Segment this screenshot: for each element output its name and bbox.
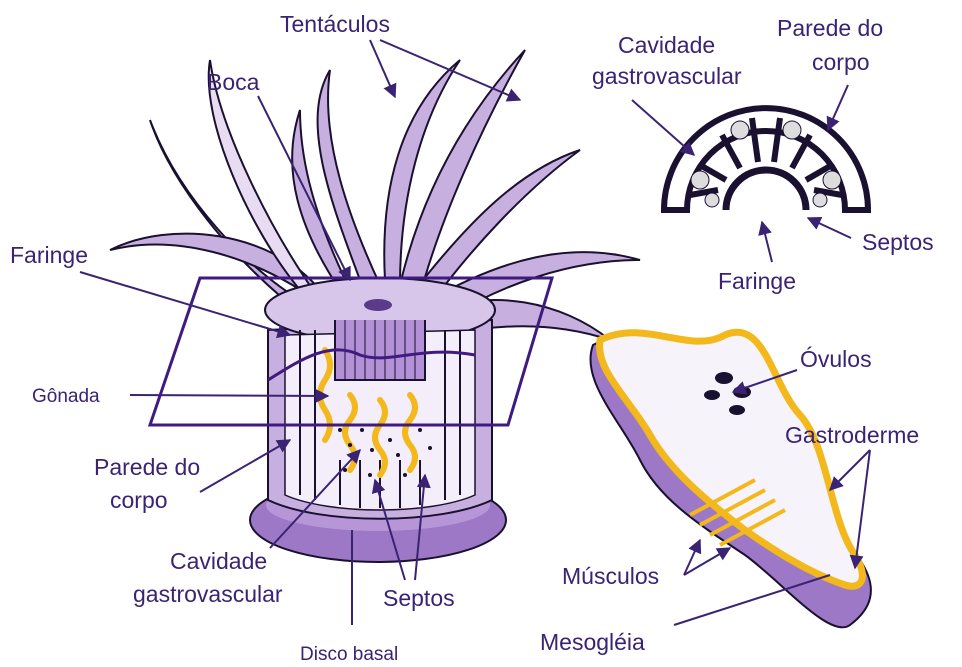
label-gastroderme: Gastroderme xyxy=(785,422,919,448)
label-parede-left-2: corpo xyxy=(110,487,168,513)
label-septos-left: Septos xyxy=(383,585,455,611)
label-boca: Boca xyxy=(207,69,260,95)
label-faringe-right: Faringe xyxy=(718,268,796,294)
label-cavidade-left-2: gastrovascular xyxy=(133,581,283,607)
label-cavidade-right-1: Cavidade xyxy=(618,32,715,58)
label-gonada: Gônada xyxy=(32,386,100,407)
label-musculos: Músculos xyxy=(562,563,659,589)
label-tentaculos: Tentáculos xyxy=(280,11,390,37)
label-septos-right: Septos xyxy=(862,229,934,255)
label-parede-right-2: corpo xyxy=(812,49,870,75)
label-parede-right-1: Parede do xyxy=(777,15,883,41)
label-parede-left-1: Parede do xyxy=(94,454,200,480)
label-ovulos: Óvulos xyxy=(800,346,872,372)
label-mesogleia: Mesogléia xyxy=(540,629,645,655)
label-disco-basal: Disco basal xyxy=(300,644,398,665)
cross-section-illustration xyxy=(664,108,868,210)
label-cavidade-right-2: gastrovascular xyxy=(592,63,742,89)
label-cavidade-left-1: Cavidade xyxy=(170,548,267,574)
anemone-illustration xyxy=(110,50,640,562)
label-faringe-left: Faringe xyxy=(10,242,88,268)
